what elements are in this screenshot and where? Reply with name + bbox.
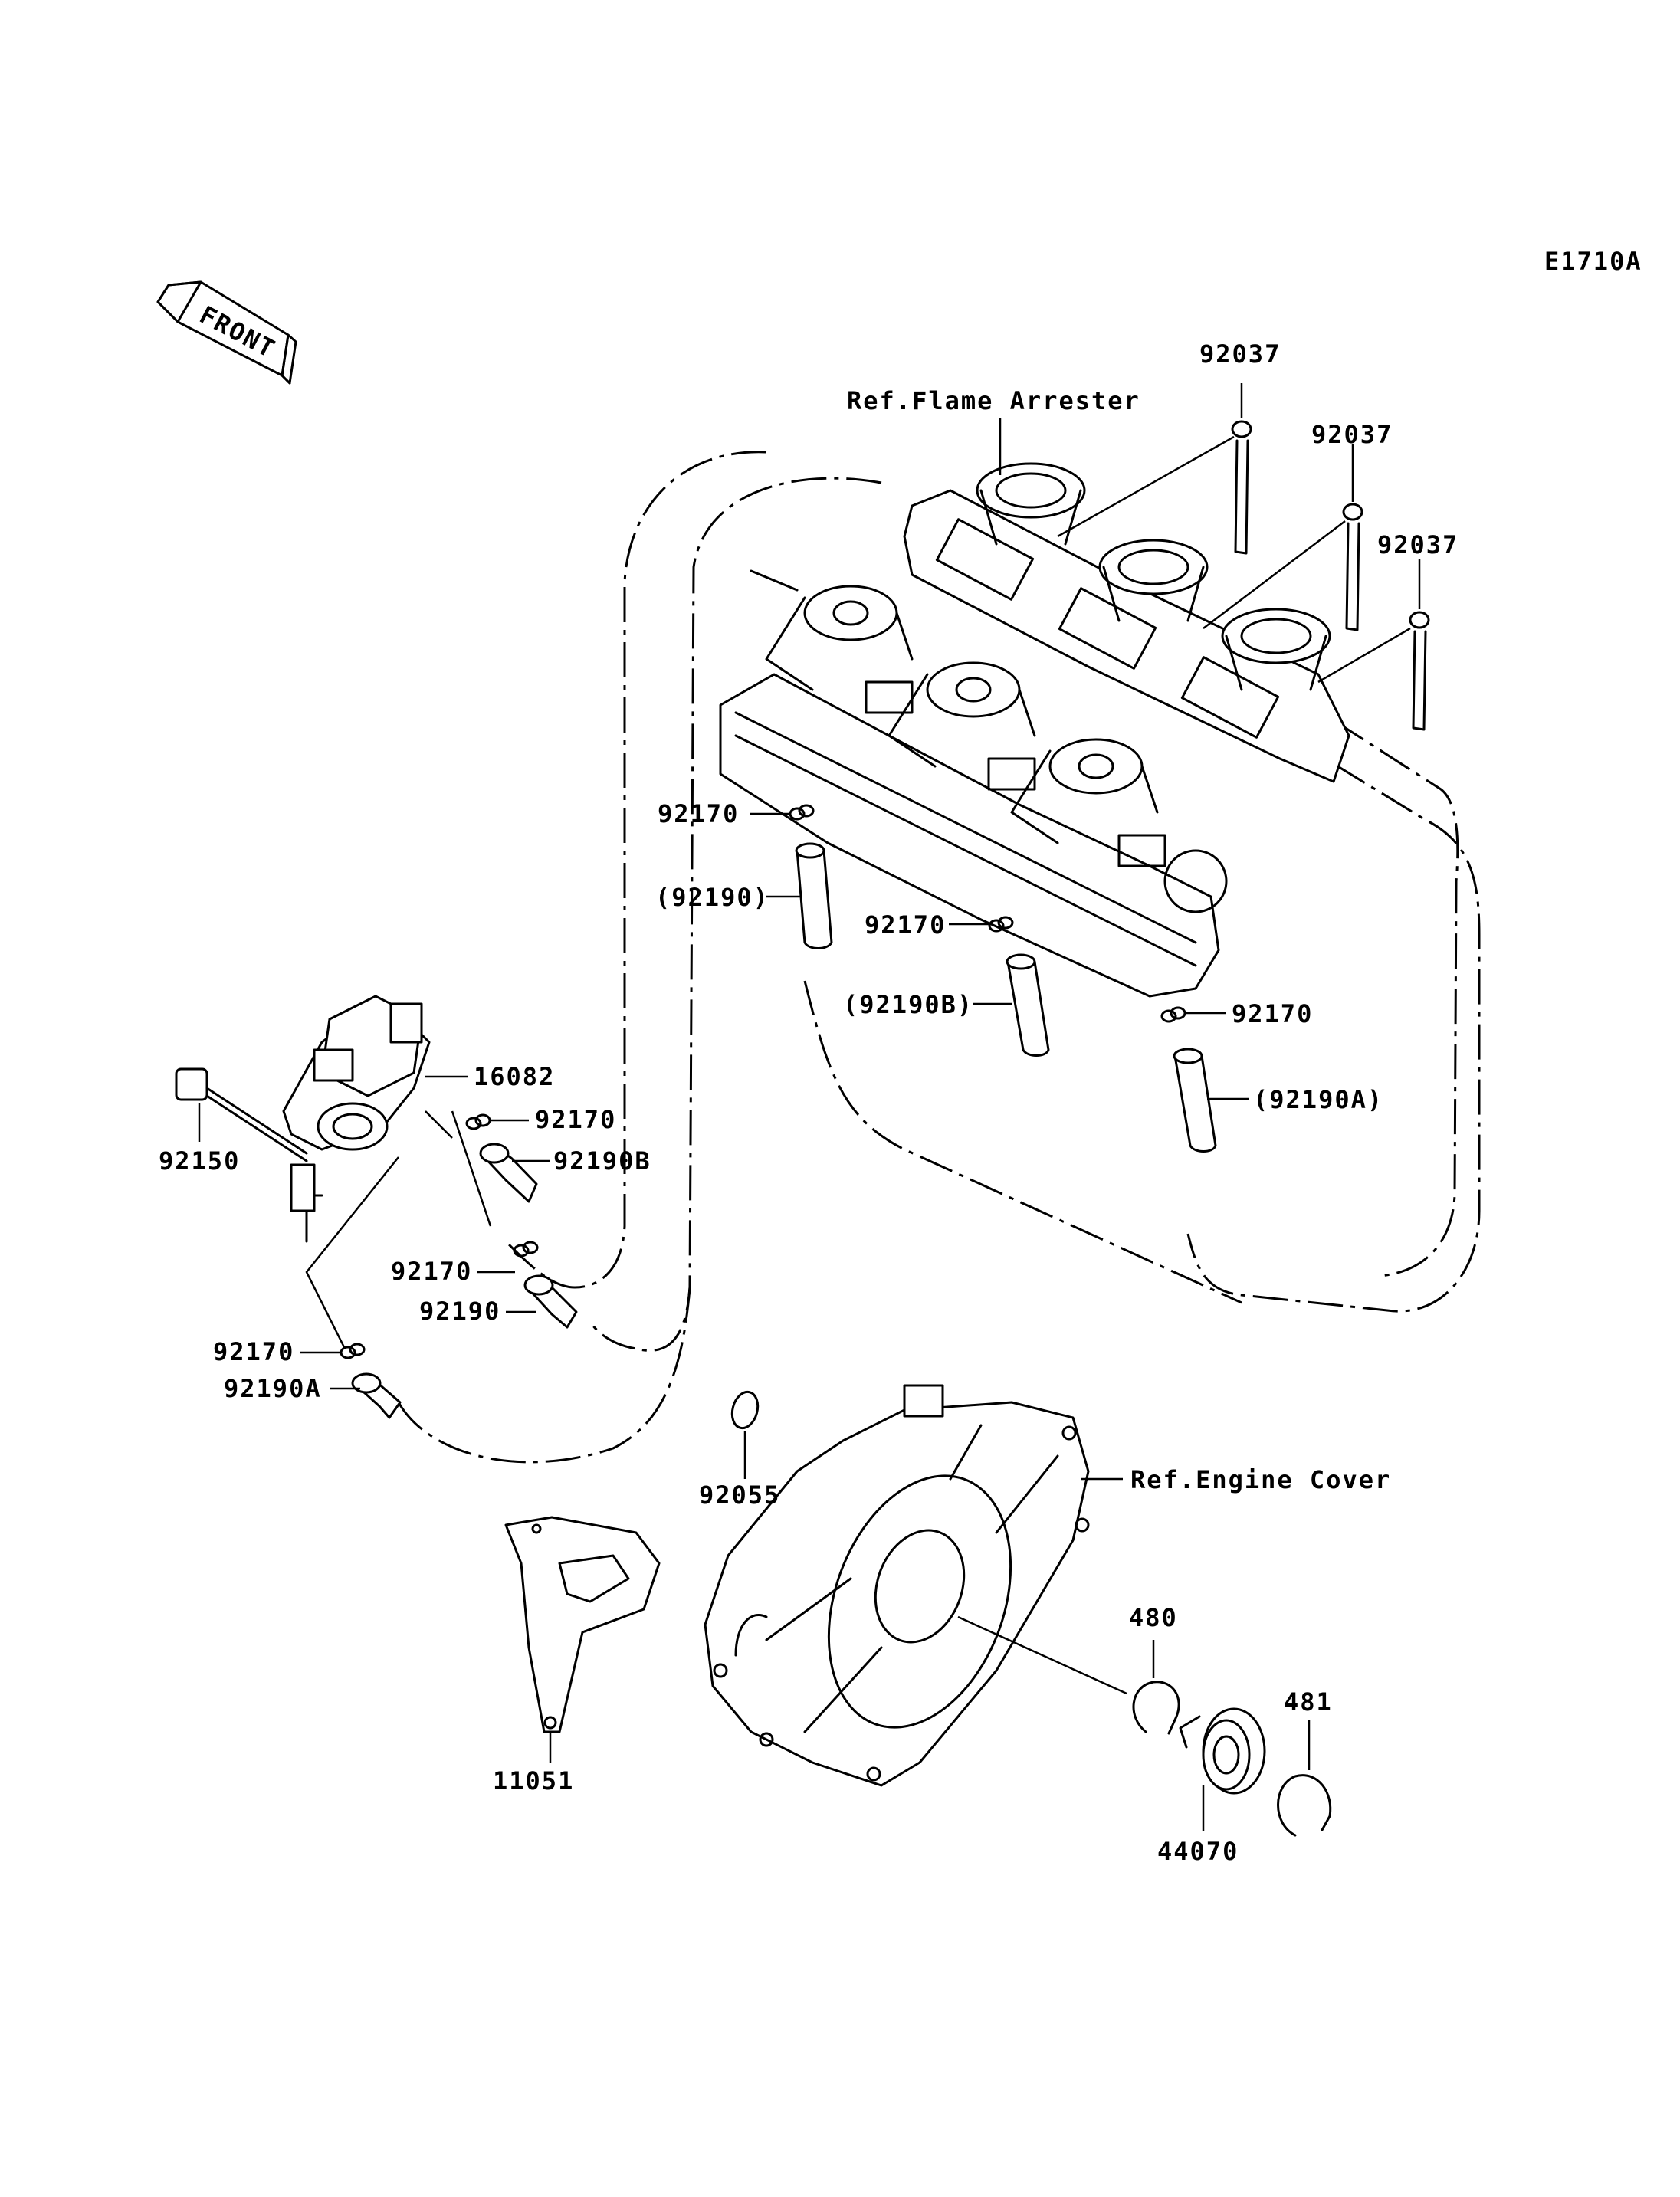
bolt-92037-b bbox=[1342, 503, 1363, 631]
label-481: 481 bbox=[1284, 1687, 1333, 1717]
label-ref-engine-cover: Ref.Engine Cover bbox=[1130, 1465, 1391, 1494]
label-92190a: 92190A bbox=[224, 1374, 322, 1403]
diagram-code: E1710A bbox=[1544, 247, 1642, 276]
hose-loop-outer bbox=[504, 451, 767, 1289]
bolt-92037-c bbox=[1409, 611, 1430, 731]
snap-ring-481 bbox=[1277, 1774, 1332, 1837]
hose-92190a bbox=[351, 1372, 402, 1419]
label-480: 480 bbox=[1129, 1603, 1178, 1632]
clamp-92170-a bbox=[789, 804, 815, 821]
label-92037-b: 92037 bbox=[1311, 420, 1393, 449]
bolt-92037-a bbox=[1231, 420, 1252, 555]
label-16082: 16082 bbox=[474, 1062, 555, 1091]
label-44070: 44070 bbox=[1157, 1837, 1239, 1866]
hose-92190a-paren bbox=[1173, 1048, 1217, 1153]
label-92190a-paren: (92190A) bbox=[1253, 1085, 1383, 1114]
hose-loop-right-inner bbox=[1333, 719, 1459, 1277]
label-92190b-paren: (92190B) bbox=[843, 990, 973, 1019]
label-92170-b: 92170 bbox=[865, 910, 946, 939]
label-ref-flame-arrester: Ref.Flame Arrester bbox=[847, 386, 1140, 415]
hose-92190-paren bbox=[795, 842, 833, 949]
bracket-11051 bbox=[504, 1516, 661, 1733]
label-92170-a: 92170 bbox=[658, 799, 739, 828]
clamp-92170-c bbox=[1160, 1006, 1186, 1023]
label-92170-e: 92170 bbox=[391, 1257, 472, 1286]
clamp-92170-b bbox=[988, 916, 1014, 933]
label-92037-c: 92037 bbox=[1377, 530, 1459, 559]
hose-92190b bbox=[479, 1143, 538, 1203]
hose-loop-right bbox=[1186, 734, 1481, 1313]
hose-loop-lower bbox=[397, 1287, 691, 1464]
bolt-92150 bbox=[175, 1067, 308, 1162]
label-92055: 92055 bbox=[699, 1481, 780, 1510]
o-ring-92055 bbox=[730, 1390, 760, 1430]
label-92170-f: 92170 bbox=[213, 1337, 294, 1366]
hose-92190 bbox=[523, 1274, 578, 1329]
label-11051: 11051 bbox=[493, 1766, 574, 1795]
label-92190b: 92190B bbox=[553, 1146, 651, 1176]
fuel-pump-16082 bbox=[282, 995, 431, 1243]
clamp-92170-d bbox=[465, 1113, 491, 1130]
carburetor-assembly bbox=[719, 569, 1228, 998]
label-92190-paren: (92190) bbox=[655, 883, 769, 912]
flame-arrester bbox=[903, 462, 1350, 783]
bearing-44070 bbox=[1179, 1707, 1266, 1795]
label-92170-c: 92170 bbox=[1232, 999, 1313, 1028]
hose-92190b-paren bbox=[1006, 953, 1050, 1057]
label-92037-a: 92037 bbox=[1199, 339, 1281, 369]
engine-cover bbox=[704, 1384, 1090, 1787]
label-92170-d: 92170 bbox=[535, 1105, 616, 1134]
label-92150: 92150 bbox=[159, 1146, 240, 1176]
label-92190: 92190 bbox=[419, 1297, 500, 1326]
snap-ring-480 bbox=[1132, 1681, 1180, 1735]
clamp-92170-e bbox=[513, 1241, 539, 1258]
hose-loop-bottom bbox=[803, 980, 1242, 1304]
front-arrow-icon: FRONT bbox=[156, 280, 297, 385]
